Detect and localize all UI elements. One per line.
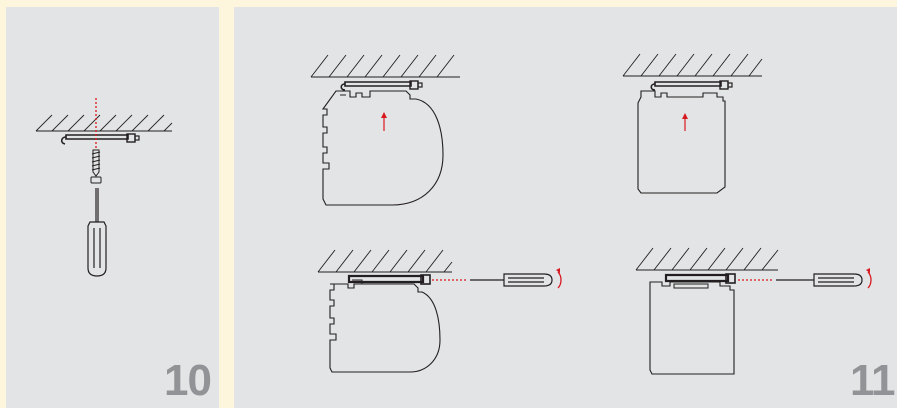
step-10-illustration: [35, 98, 173, 277]
up-arrow-icon: [381, 112, 387, 118]
ceiling-hatch-icon: [317, 249, 453, 273]
ceiling-hatch-icon: [635, 247, 779, 271]
blind-profile-rounded-top: [310, 54, 460, 206]
mounting-bracket-icon: [340, 80, 423, 91]
step-10-panel: [6, 7, 219, 408]
mounting-bracket-icon: [664, 273, 736, 284]
ceiling-hatch-icon: [35, 114, 173, 132]
mounting-bracket-icon: [347, 274, 431, 285]
screw-icon: [90, 149, 102, 184]
blind-profile-square-fixing: [635, 247, 872, 375]
rotation-arrow-icon: [557, 271, 562, 289]
ceiling-hatch-icon: [622, 53, 763, 77]
ceiling-hatch-icon: [310, 54, 460, 78]
screwdriver-icon: [470, 273, 553, 287]
blind-profile-rounded-fixing: [317, 249, 562, 373]
blind-profile-square-top: [622, 53, 763, 194]
screwdriver-icon: [776, 273, 863, 287]
mounting-bracket-icon: [650, 80, 733, 91]
step-number-10: 10: [164, 356, 212, 405]
step-11-panel: [234, 7, 897, 408]
up-arrow-icon: [682, 113, 688, 119]
screwdriver-icon: [87, 188, 107, 277]
rotation-arrow-icon: [867, 271, 872, 289]
mounting-bracket-icon: [60, 133, 140, 145]
step-number-11: 11: [850, 356, 896, 405]
